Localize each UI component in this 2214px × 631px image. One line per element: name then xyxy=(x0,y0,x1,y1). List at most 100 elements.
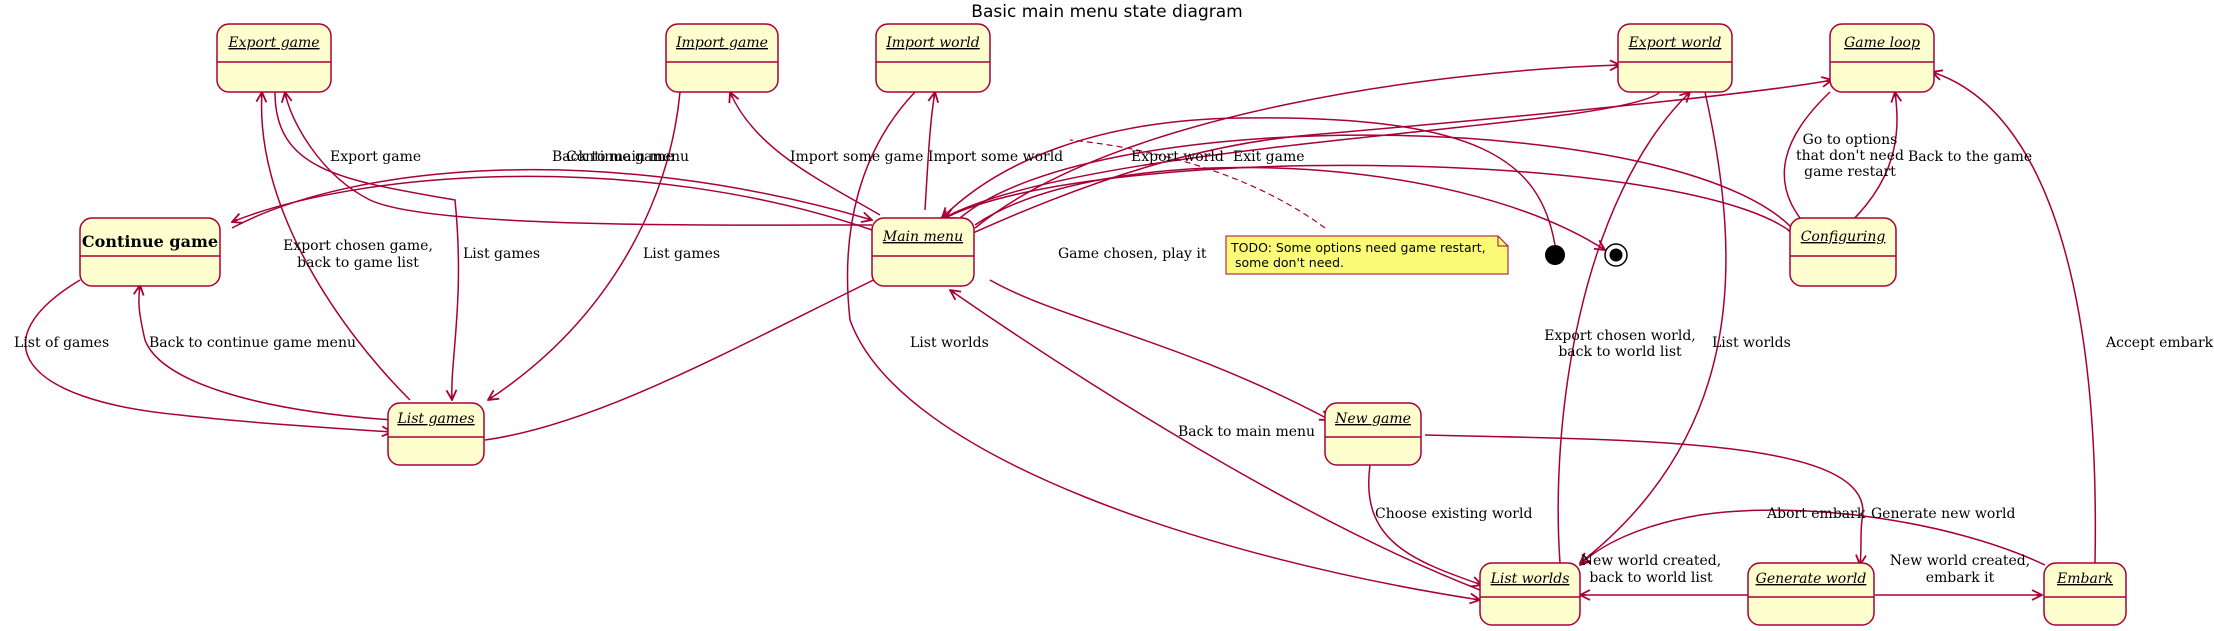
label-back-to-continue-game-menu: Back to continue game menu xyxy=(149,335,356,351)
state-continue-game-box xyxy=(79,217,221,287)
note-line-2: some don't need. xyxy=(1231,255,1344,270)
state-import-game-box xyxy=(665,23,779,93)
label-export-game: Export game xyxy=(330,149,421,165)
edge-initial-to-main xyxy=(942,117,1556,246)
state-continue-game-label: Continue game xyxy=(82,232,218,251)
label-import-some-game: Import some game xyxy=(790,149,923,165)
edge-import-world-to-list-worlds xyxy=(846,91,1480,600)
edge-game-loop-to-configuring xyxy=(1783,91,1831,232)
edge-labels: Export game Back to main menu Continue g… xyxy=(14,132,2214,586)
edge-main-to-final xyxy=(974,166,1605,250)
edge-import-game-to-list-games xyxy=(488,91,681,400)
state-list-worlds[interactable]: List worlds xyxy=(1479,562,1581,626)
label-export-chosen-game-1: Export chosen game, xyxy=(283,238,433,254)
initial-state xyxy=(1545,245,1565,265)
label-export-chosen-world-1: Export chosen world, xyxy=(1544,328,1696,344)
state-export-world-label: Export world xyxy=(1628,35,1722,51)
label-new-world-embark-1: New world created, xyxy=(1890,553,2030,569)
edge-main-to-import-world xyxy=(924,92,935,211)
label-back-to-main-menu-overlap: Back to main menu xyxy=(552,149,689,165)
state-continue-game[interactable]: Continue game xyxy=(79,217,221,287)
edge-main-to-continue xyxy=(232,175,873,231)
label-export-chosen-world-2: back to world list xyxy=(1558,344,1682,360)
state-new-game-label: New game xyxy=(1334,411,1411,427)
final-state xyxy=(1604,243,1628,267)
edge-export-game-to-list-games xyxy=(274,91,460,400)
edge-list-games-to-export-game xyxy=(262,92,411,401)
state-export-game-box xyxy=(216,23,332,93)
state-main-menu-label: Main menu xyxy=(882,229,963,245)
edge-list-worlds-to-main xyxy=(950,290,1481,591)
state-export-game[interactable]: Export game xyxy=(216,23,332,93)
edge-continue-to-list-games xyxy=(24,279,392,432)
label-accept-embark: Accept embark xyxy=(2105,335,2214,351)
edge-main-to-import-game xyxy=(730,92,881,216)
state-game-loop-label: Game loop xyxy=(1844,35,1920,51)
note-connector xyxy=(1069,139,1326,229)
state-import-game-label: Import game xyxy=(675,35,768,51)
label-new-world-created-1: New world created, xyxy=(1581,553,1721,569)
edge-configuring-to-main xyxy=(945,164,1801,241)
note-box xyxy=(1225,235,1509,275)
label-list-games-left: List games xyxy=(463,246,540,262)
edge-new-game-to-list-worlds xyxy=(1368,464,1482,585)
label-go-to-options-1: Go to options xyxy=(1803,132,1898,148)
edge-export-world-to-list-worlds xyxy=(1580,91,1727,563)
diagram-title: Basic main menu state diagram xyxy=(971,2,1242,22)
state-generate-world[interactable]: Generate world xyxy=(1747,562,1875,626)
state-embark-box xyxy=(2043,562,2127,626)
edge-list-games-to-game-loop xyxy=(484,80,1832,441)
state-export-game-label: Export game xyxy=(227,35,319,51)
state-game-loop[interactable]: Game loop xyxy=(1829,23,1935,93)
label-list-worlds-right: List worlds xyxy=(1712,335,1791,351)
state-import-world-label: Import world xyxy=(885,35,980,51)
state-import-world[interactable]: Import world xyxy=(875,23,991,93)
label-go-to-options-3: game restart xyxy=(1804,164,1896,180)
state-generate-world-label: Generate world xyxy=(1756,571,1867,587)
state-generate-world-box xyxy=(1747,562,1875,626)
state-list-games-label: List games xyxy=(396,411,474,427)
edge-list-worlds-to-export-world xyxy=(1557,92,1690,564)
todo-note: TODO: Some options need game restart, so… xyxy=(1225,235,1509,275)
label-back-to-the-game: Back to the game xyxy=(1908,149,2032,165)
state-list-games-box xyxy=(387,402,485,466)
label-generate-new-world: Generate new world xyxy=(1871,506,2015,522)
state-export-world[interactable]: Export world xyxy=(1617,23,1733,93)
state-list-games[interactable]: List games xyxy=(387,402,485,466)
label-choose-existing-world: Choose existing world xyxy=(1375,506,1532,522)
label-abort-embark: Abort embark xyxy=(1766,506,1866,522)
edge-embark-to-game-loop xyxy=(1932,72,2097,564)
label-exit-game: Exit game xyxy=(1233,149,1305,165)
state-list-worlds-label: List worlds xyxy=(1490,571,1570,587)
edge-main-to-new-game xyxy=(989,279,1330,420)
label-new-world-embark-2: embark it xyxy=(1926,570,1995,586)
state-main-menu-box xyxy=(871,217,975,287)
label-list-worlds-left: List worlds xyxy=(910,335,989,351)
state-configuring-label: Configuring xyxy=(1801,229,1886,245)
state-new-game-box xyxy=(1324,402,1422,466)
state-export-world-box xyxy=(1617,23,1733,93)
label-new-world-created-2: back to world list xyxy=(1589,570,1713,586)
state-configuring[interactable]: Configuring xyxy=(1789,217,1897,287)
label-back-to-main-menu: Back to main menu xyxy=(1178,424,1315,440)
state-list-worlds-box xyxy=(1479,562,1581,626)
state-import-game[interactable]: Import game xyxy=(665,23,779,93)
state-embark-label: Embark xyxy=(2056,571,2113,587)
states: Export game Import game Import world Exp… xyxy=(79,23,2127,626)
edge-main-to-configuring xyxy=(959,134,1798,235)
note-line-1: TODO: Some options need game restart, xyxy=(1230,240,1486,255)
state-game-loop-box xyxy=(1829,23,1935,93)
label-export-chosen-game-2: back to game list xyxy=(297,255,419,271)
label-go-to-options-2: that don't need xyxy=(1796,148,1904,164)
label-game-chosen-play-it: Game chosen, play it xyxy=(1058,246,1207,262)
state-embark[interactable]: Embark xyxy=(2043,562,2127,626)
edge-configuring-to-game-loop xyxy=(1839,92,1897,233)
state-main-menu[interactable]: Main menu xyxy=(871,217,975,287)
state-new-game[interactable]: New game xyxy=(1324,402,1422,466)
label-list-games-right: List games xyxy=(643,246,720,262)
edge-list-games-to-continue xyxy=(139,285,393,421)
state-configuring-box xyxy=(1789,217,1897,287)
state-import-world-box xyxy=(875,23,991,93)
label-export-world: Export world xyxy=(1131,149,1224,165)
